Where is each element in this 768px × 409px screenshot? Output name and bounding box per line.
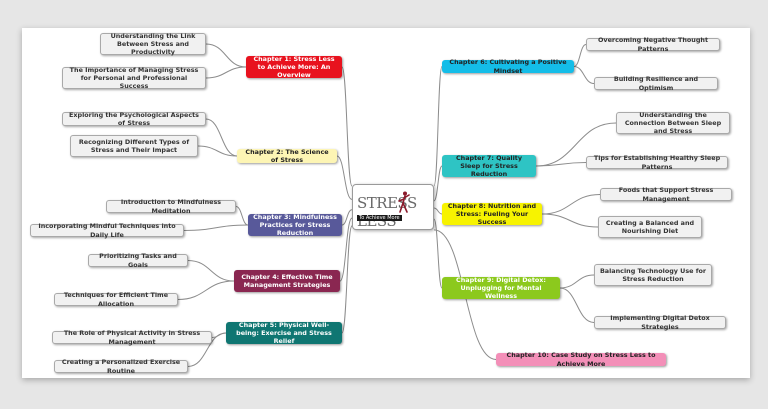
subtopic-label: Balancing Technology Use for Stress Redu… [599, 266, 707, 283]
subtopic-label: Tips for Establishing Healthy Sleep Patt… [593, 154, 721, 171]
chapter-9-node[interactable]: Chapter 9: Digital Detox: Unplugging for… [442, 275, 560, 301]
subtopic-node[interactable]: Introduction to Mindfulness Meditation [106, 198, 236, 215]
central-topic[interactable]: STRESSLESS To Achieve More [352, 184, 434, 230]
subtopic-label: Incorporating Mindful Techniques into Da… [38, 222, 176, 239]
subtopic-label: Understanding the Connection Between Sle… [624, 110, 722, 136]
subtopic-node[interactable]: Overcoming Negative Thought Patterns [586, 36, 720, 53]
subtopic-label: Recognizing Different Types of Stress an… [78, 137, 190, 154]
subtopic-node[interactable]: Recognizing Different Types of Stress an… [70, 135, 198, 157]
chapter-3-label: Chapter 3: Mindfulness Practices for Str… [253, 212, 337, 238]
subtopic-label: Creating a Balanced and Nourishing Diet [605, 218, 695, 235]
chapter-6-node[interactable]: Chapter 6: Cultivating a Positive Mindse… [442, 58, 574, 75]
subtopic-connector [205, 66, 247, 79]
subtopic-label: Introduction to Mindfulness Meditation [120, 198, 222, 215]
subtopic-node[interactable]: Creating a Personalized Exercise Routine [54, 358, 188, 375]
subtopic-connector [183, 224, 249, 231]
subtopic-connector [187, 332, 227, 367]
chapter-7-label: Chapter 7: Quality Sleep for Stress Redu… [455, 153, 523, 179]
subtopic-connector [541, 194, 601, 215]
chapter-4-node[interactable]: Chapter 4: Effective Time Management Str… [234, 270, 340, 292]
chapter-8-label: Chapter 8: Nutrition and Stress: Fueling… [447, 201, 537, 227]
subtopic-connector [235, 206, 249, 226]
subtopic-connector [535, 162, 587, 167]
subtopic-label: Building Resilience and Optimism [613, 75, 699, 92]
chapter-connector [341, 66, 353, 187]
chapter-connector [336, 155, 353, 200]
figure-logo-icon [398, 191, 410, 213]
subtopic-connector [177, 280, 235, 300]
chapter-7-node[interactable]: Chapter 7: Quality Sleep for Stress Redu… [442, 153, 536, 179]
subtopic-connector [205, 43, 247, 68]
chapter-1-label: Chapter 1: Stress Less to Achieve More: … [253, 54, 335, 80]
chapter-6-label: Chapter 6: Cultivating a Positive Mindse… [449, 58, 567, 75]
chapter-9-label: Chapter 9: Digital Detox: Unplugging for… [456, 275, 546, 301]
chapter-2-node[interactable]: Chapter 2: The Science of Stress [237, 147, 337, 164]
subtopic-connector [559, 287, 595, 323]
subtopic-node[interactable]: Prioritizing Tasks and Goals [88, 252, 188, 269]
subtopic-node[interactable]: Exploring the Psychological Aspects of S… [62, 110, 206, 127]
subtopic-connector [535, 122, 617, 167]
subtopic-connector [205, 118, 238, 157]
subtopic-label: Foods that Support Stress Management [618, 186, 714, 203]
chapter-1-node[interactable]: Chapter 1: Stress Less to Achieve More: … [246, 54, 342, 80]
subtopic-connector [573, 66, 595, 84]
chapter-4-label: Chapter 4: Effective Time Management Str… [241, 272, 333, 289]
chapter-connector [433, 218, 443, 289]
subtopic-connector [573, 44, 587, 67]
chapter-5-node[interactable]: Chapter 5: Physical Well-being: Exercise… [226, 320, 342, 346]
chapter-connector [433, 207, 443, 215]
subtopic-node[interactable]: Incorporating Mindful Techniques into Da… [30, 222, 184, 239]
chapter-2-label: Chapter 2: The Science of Stress [245, 147, 329, 164]
subtopic-label: Exploring the Psychological Aspects of S… [69, 110, 199, 127]
subtopic-label: Prioritizing Tasks and Goals [99, 252, 177, 269]
subtopic-connector [187, 260, 235, 282]
subtopic-node[interactable]: Building Resilience and Optimism [594, 75, 718, 92]
chapter-8-node[interactable]: Chapter 8: Nutrition and Stress: Fueling… [442, 201, 542, 227]
subtopic-node[interactable]: Tips for Establishing Healthy Sleep Patt… [586, 154, 728, 171]
subtopic-connector [197, 145, 238, 157]
chapter-connector [339, 217, 353, 282]
subtopic-label: Understanding the Link Between Stress an… [110, 31, 196, 57]
subtopic-label: The Role of Physical Activity in Stress … [63, 329, 201, 346]
subtopic-label: Techniques for Efficient Time Allocation [63, 291, 169, 308]
chapter-connector [433, 66, 443, 187]
chapter-connector [341, 209, 353, 226]
subtopic-connector [541, 213, 599, 228]
subtopic-connector [559, 274, 595, 289]
tagline: To Achieve More [357, 215, 402, 221]
chapter-5-label: Chapter 5: Physical Well-being: Exercise… [236, 320, 332, 346]
subtopic-node[interactable]: Implementing Digital Detox Strategies [594, 314, 726, 331]
subtopic-label: Creating a Personalized Exercise Routine [61, 358, 181, 375]
subtopic-label: Implementing Digital Detox Strategies [610, 314, 710, 331]
subtopic-label: Overcoming Negative Thought Patterns [597, 36, 709, 53]
subtopic-label: The Importance of Managing Stress for Pe… [69, 65, 199, 91]
chapter-10-label: Chapter 10: Case Study on Stress Less to… [506, 351, 656, 368]
subtopic-node[interactable]: Foods that Support Stress Management [600, 186, 732, 203]
subtopic-node[interactable]: The Role of Physical Activity in Stress … [52, 329, 212, 346]
logo-text: STRESSLESS [357, 194, 433, 230]
chapter-10-node[interactable]: Chapter 10: Case Study on Stress Less to… [496, 351, 666, 368]
subtopic-node[interactable]: Creating a Balanced and Nourishing Diet [598, 216, 702, 238]
subtopic-node[interactable]: Techniques for Efficient Time Allocation [54, 291, 178, 308]
subtopic-node[interactable]: Understanding the Connection Between Sle… [616, 110, 730, 136]
subtopic-node[interactable]: The Importance of Managing Stress for Pe… [62, 65, 206, 91]
subtopic-node[interactable]: Balancing Technology Use for Stress Redu… [594, 264, 712, 286]
subtopic-node[interactable]: Understanding the Link Between Stress an… [100, 31, 206, 57]
chapter-3-node[interactable]: Chapter 3: Mindfulness Practices for Str… [248, 212, 342, 238]
chapter-connector [341, 225, 353, 334]
chapter-connector [433, 165, 443, 202]
